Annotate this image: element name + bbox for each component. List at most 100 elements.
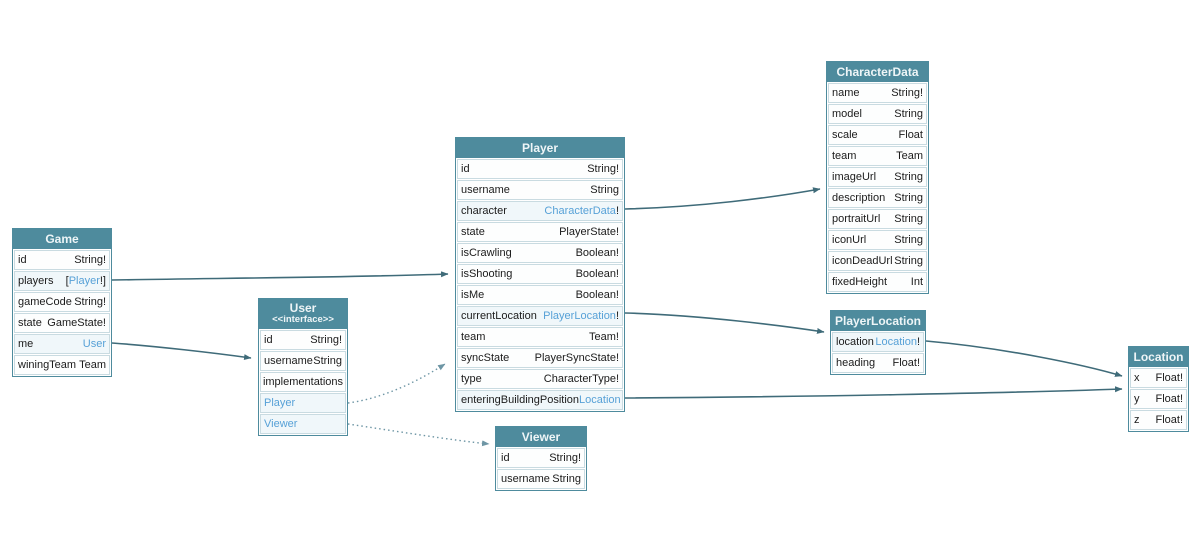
field-name: portraitUrl [832, 213, 881, 225]
type-link[interactable]: Location [579, 394, 621, 406]
field-type: CharacterType! [544, 373, 619, 385]
type-suffix: String [552, 473, 581, 485]
type-suffix: Float! [1155, 372, 1183, 384]
field-name: team [461, 331, 486, 343]
field-row-implementation-viewer[interactable]: Viewer [260, 414, 346, 434]
field-name: location [836, 336, 874, 348]
type-suffix: GameState! [47, 317, 106, 329]
field-row-implementation-player[interactable]: Player [260, 393, 346, 413]
field-type: Float! [1155, 372, 1183, 384]
field-name: fixedHeight [832, 276, 888, 288]
edge-game-players-to-player [111, 271, 449, 281]
field-type: String [894, 108, 923, 120]
node-title[interactable]: PlayerLocation [831, 311, 925, 331]
field-type: String [894, 192, 923, 204]
node-title[interactable]: Viewer [496, 427, 586, 447]
field-type: PlayerLocation! [543, 310, 619, 322]
type-suffix: ! [916, 336, 920, 348]
node-title-text: User [289, 301, 317, 315]
node-subtitle-interface: <<interface>> [272, 314, 334, 325]
node-title[interactable]: Player [456, 138, 624, 158]
field-name: heading [836, 357, 876, 369]
node-title[interactable]: CharacterData [827, 62, 928, 82]
node-title[interactable]: User <<interface>> [259, 299, 347, 329]
edge-player-character-to-characterdata [624, 187, 821, 210]
field-name: name [832, 87, 860, 99]
type-link[interactable]: CharacterData [544, 205, 616, 217]
type-suffix: String [590, 184, 619, 196]
node-title[interactable]: Game [13, 229, 111, 249]
field-type: PlayerSyncState! [535, 352, 619, 364]
field-type: String [894, 213, 923, 225]
implementation-link[interactable]: Viewer [264, 418, 298, 430]
field-name: isCrawling [461, 247, 512, 259]
type-link[interactable]: PlayerLocation [543, 310, 616, 322]
type-link[interactable]: User [82, 338, 106, 350]
field-name: username [501, 473, 550, 485]
field-name: gameCode [18, 296, 72, 308]
field-row[interactable]: players[Player!] [14, 271, 110, 291]
field-name: z [1134, 414, 1140, 426]
type-suffix: PlayerSyncState! [534, 352, 619, 364]
type-link[interactable]: Location [875, 336, 917, 348]
implementation-link[interactable]: Player [264, 397, 296, 409]
field-type: String [894, 234, 923, 246]
field-name: players [18, 275, 54, 287]
node-title[interactable]: Location [1129, 347, 1188, 367]
field-type: Boolean! [576, 268, 619, 280]
type-suffix: String [313, 355, 342, 367]
field-type: Team! [589, 331, 619, 343]
type-suffix: Team! [589, 331, 619, 343]
type-prefix: [ [65, 275, 69, 287]
field-row[interactable]: portraitUrl String [828, 209, 927, 229]
type-link[interactable]: Player [68, 275, 100, 287]
type-suffix: String! [587, 163, 619, 175]
field-row[interactable]: team Team! [457, 327, 623, 347]
